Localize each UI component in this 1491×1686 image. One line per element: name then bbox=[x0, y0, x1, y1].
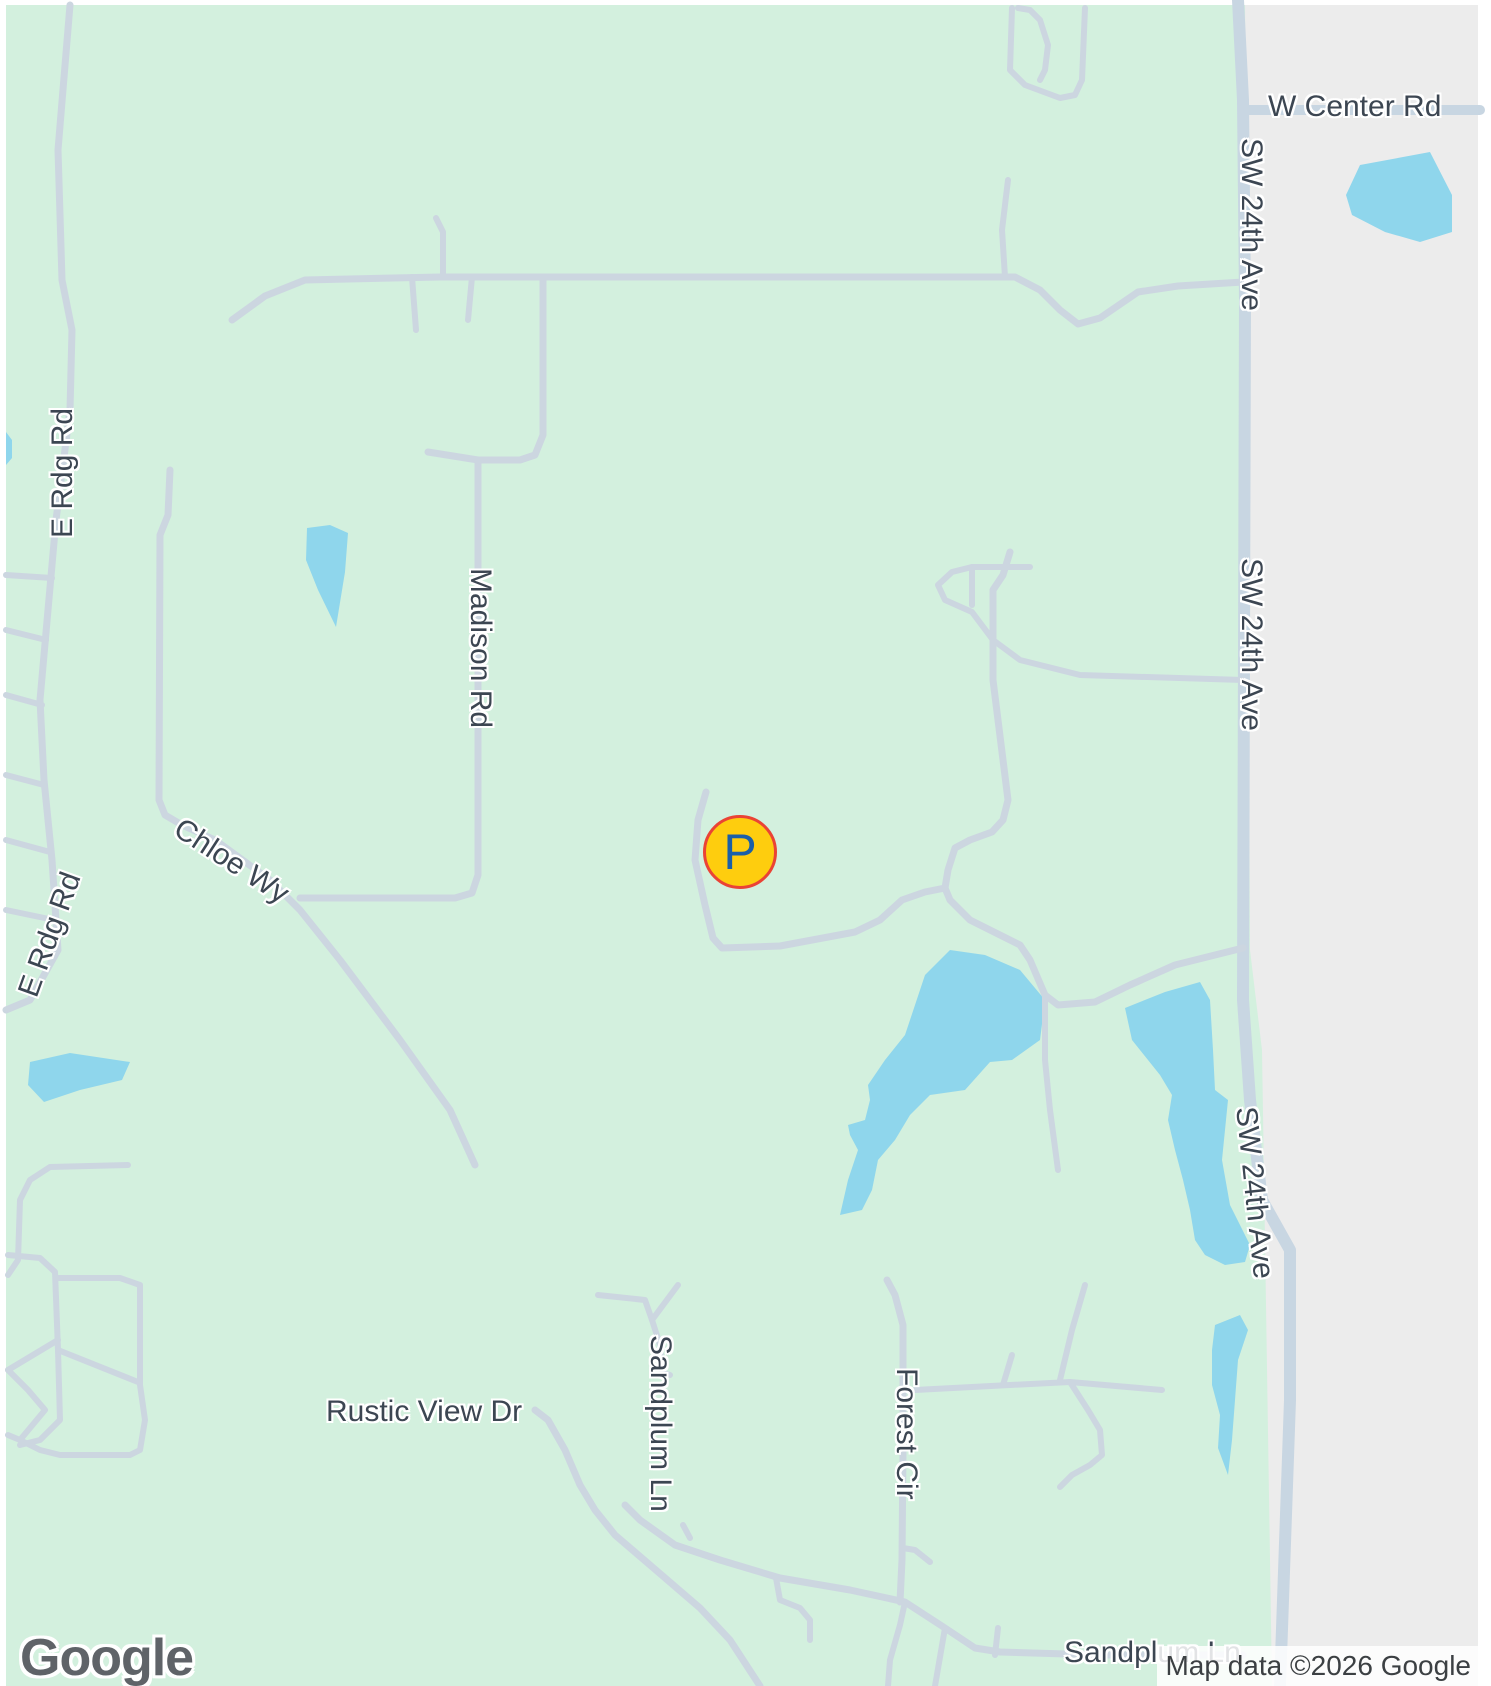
road-north-spur-1 bbox=[433, 215, 446, 280]
road-sw-sub-4 bbox=[5, 1367, 48, 1443]
road-southeast-connector bbox=[941, 884, 1247, 1009]
frame-right bbox=[1478, 0, 1491, 1686]
road-chloe-wy bbox=[155, 466, 479, 1169]
parking-icon: P bbox=[723, 824, 757, 880]
street-label-sandplum-ln: Sandplum Ln bbox=[644, 1335, 677, 1512]
road-rustic-view-dr bbox=[531, 1406, 764, 1686]
parking-marker[interactable]: P bbox=[703, 815, 777, 889]
road-sw-sub-3 bbox=[5, 1275, 148, 1458]
road-southeast-loop bbox=[1057, 1379, 1105, 1490]
street-label-forest-cir: Forest Cir bbox=[890, 1368, 923, 1500]
pond-west bbox=[28, 1053, 130, 1102]
frame-top bbox=[0, 0, 1491, 5]
road-sw-sub-6 bbox=[5, 1337, 61, 1373]
road-west-spur-5 bbox=[3, 837, 53, 855]
road-east-connector bbox=[935, 564, 1246, 683]
road-forest-cir-south-2 bbox=[932, 1625, 948, 1686]
road-madison-rd bbox=[296, 456, 482, 902]
road-west-spur-4 bbox=[3, 772, 47, 788]
road-sw-sub-1 bbox=[5, 1162, 131, 1278]
road-sw-24th-ave bbox=[1232, 0, 1296, 1686]
road-sandplum-mid bbox=[649, 1317, 673, 1378]
road-forest-cir-south bbox=[885, 1599, 908, 1686]
road-sw-sub-5 bbox=[55, 1347, 141, 1385]
road-forest-cir bbox=[883, 1276, 907, 1606]
street-label-madison-rd: Madison Rd bbox=[464, 568, 497, 729]
road-west-spur-1 bbox=[3, 572, 55, 581]
road-sandplum-spur-1 bbox=[680, 1522, 693, 1541]
street-label-rustic-view-dr: Rustic View Dr bbox=[326, 1395, 523, 1428]
road-forest-cir-south-3 bbox=[992, 1625, 1001, 1658]
road-west-spur-6 bbox=[3, 907, 57, 923]
road-southeast-north bbox=[1057, 1282, 1088, 1383]
road-west-spur-3 bbox=[3, 692, 45, 708]
street-label-sw-24th-ave: SW 24th Ave bbox=[1235, 558, 1268, 731]
google-logo[interactable]: Google bbox=[20, 1629, 194, 1686]
road-forest-cir-spur bbox=[900, 1545, 933, 1565]
road-sandplum-top bbox=[595, 1282, 681, 1323]
pond-west-edge bbox=[6, 432, 12, 465]
road-sandplum-ln bbox=[621, 1501, 1247, 1659]
road-e-rdg-rd bbox=[2, 1, 76, 1014]
road-central-north bbox=[941, 548, 1014, 892]
street-label-sw-24th-ave: SW 24th Ave bbox=[1235, 138, 1268, 311]
urban-area bbox=[1245, 0, 1491, 1686]
road-northern-connector bbox=[228, 273, 1247, 328]
lake-east bbox=[1125, 982, 1250, 1265]
road-sandplum-spur-2 bbox=[773, 1575, 813, 1643]
road-north-loop-inner bbox=[1015, 5, 1051, 83]
lake-center bbox=[840, 950, 1045, 1215]
pond-southeast bbox=[1212, 1315, 1248, 1475]
road-parking-loop bbox=[691, 788, 949, 952]
road-southeast-cross bbox=[912, 1379, 1165, 1393]
road-north-spur-3 bbox=[465, 274, 475, 323]
road-north-loop bbox=[1007, 5, 1088, 101]
pond-north bbox=[306, 525, 348, 627]
map-attribution[interactable]: Map data ©2026 Google bbox=[1157, 1646, 1479, 1686]
road-north-spur-2 bbox=[409, 274, 419, 333]
frame-left bbox=[0, 0, 6, 1686]
road-south-spur bbox=[1042, 992, 1061, 1173]
street-label-w-center-rd: W Center Rd bbox=[1268, 90, 1442, 123]
pond-northeast bbox=[1346, 152, 1452, 242]
road-west-spur-2 bbox=[3, 627, 49, 643]
road-north-spur-4 bbox=[999, 177, 1011, 280]
road-madison-connector bbox=[424, 273, 547, 464]
road-southeast-stub bbox=[1000, 1352, 1015, 1388]
street-label-e-rdg-rd: E Rdg Rd bbox=[46, 407, 79, 538]
